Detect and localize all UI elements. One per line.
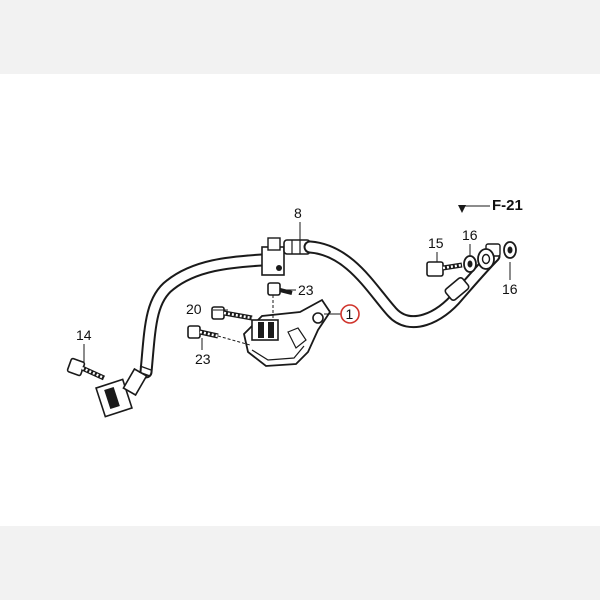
bolt-23-lower [187,325,251,346]
callout-14: 14 [76,327,92,343]
bolt-20 [211,306,253,321]
callout-8: 8 [294,205,302,221]
bolt-15 [426,261,463,277]
left-brake-hose [139,253,269,379]
callout-16-upper: 16 [462,227,478,243]
main-brake-hose [303,240,501,329]
callout-23-lower: 23 [195,351,211,367]
reference-label: F-21 [492,197,523,214]
left-hose-fitting [95,365,152,418]
callout-16-lower: 16 [502,281,518,297]
callout-1-highlight: 1 [340,304,360,324]
hose-bracket [243,298,332,367]
callout-15: 15 [428,235,444,251]
bolt-14 [66,357,106,381]
callout-23-upper: 23 [298,282,314,298]
banjo-fitting [477,248,495,270]
leader-lines [83,205,511,362]
diagram-canvas [0,74,600,526]
washer-16-left [463,255,477,273]
hose-joint [261,237,311,276]
callout-20: 20 [186,301,202,317]
callout-1: 1 [346,306,354,322]
washer-16-right [503,241,517,259]
